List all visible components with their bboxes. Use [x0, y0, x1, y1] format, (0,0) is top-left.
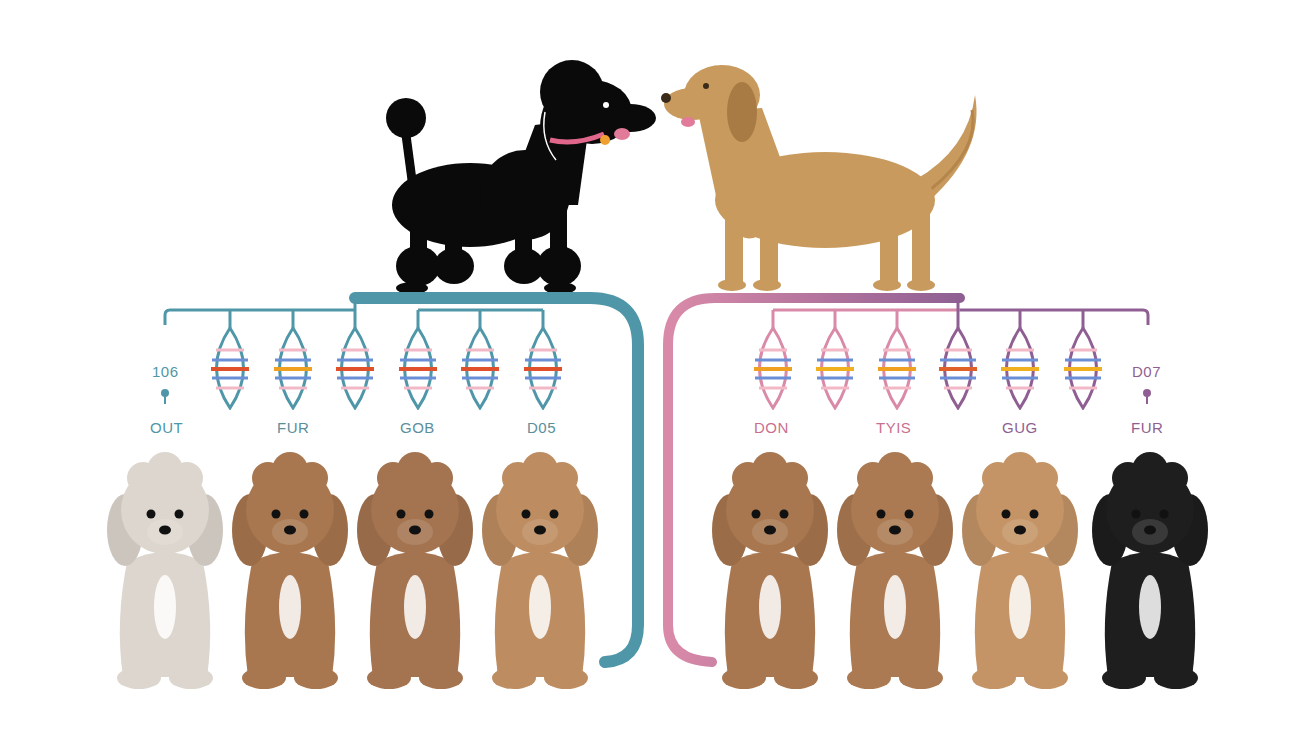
gene-label: 106	[149, 363, 182, 381]
gene-label: FUR	[274, 419, 312, 437]
gene-label: GUG	[999, 419, 1041, 437]
gene-label: DON	[751, 419, 792, 437]
gene-label: FUR	[1128, 419, 1166, 437]
gene-label: TYIS	[873, 419, 914, 437]
gene-label: D05	[524, 419, 559, 437]
gene-label: D07	[1129, 363, 1164, 381]
gene-label: GOB	[397, 419, 438, 437]
gene-label: OUT	[147, 419, 186, 437]
